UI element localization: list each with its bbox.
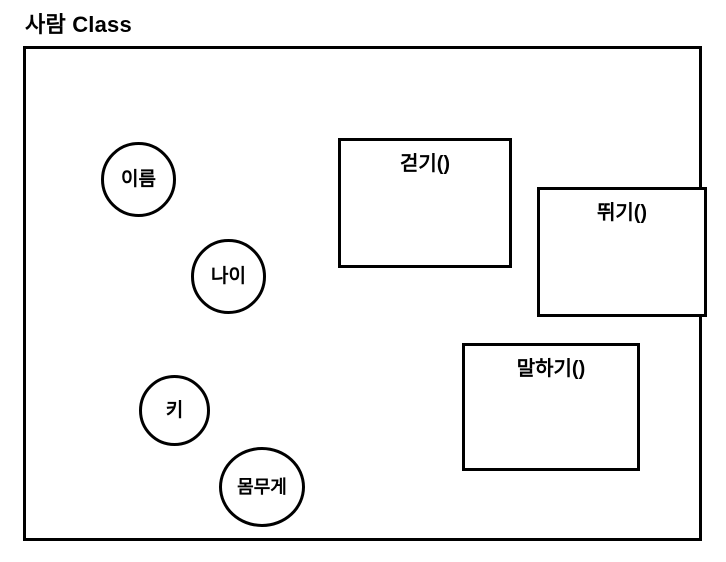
method-label: 뛰기() [596,202,648,224]
attribute-label: 이름 [121,169,156,190]
attribute-label: 나이 [211,266,246,287]
page-title: 사람 Class [25,12,132,37]
class-body-box: 이름 나이 키 몸무게 걷기() 뛰기() 말하기() [23,46,707,541]
attribute-label: 키 [165,400,184,421]
attribute-circle-height[interactable]: 키 [139,375,210,446]
method-box-run[interactable]: 뛰기() [537,187,707,317]
attribute-circle-age[interactable]: 나이 [191,239,266,314]
attribute-circle-weight[interactable]: 몸무게 [219,447,305,527]
method-label: 걷기() [399,153,451,175]
method-box-walk[interactable]: 걷기() [338,138,512,268]
method-label: 말하기() [516,358,586,380]
attribute-label: 몸무게 [237,477,287,497]
method-box-speak[interactable]: 말하기() [462,343,640,471]
attribute-circle-name[interactable]: 이름 [101,142,176,217]
